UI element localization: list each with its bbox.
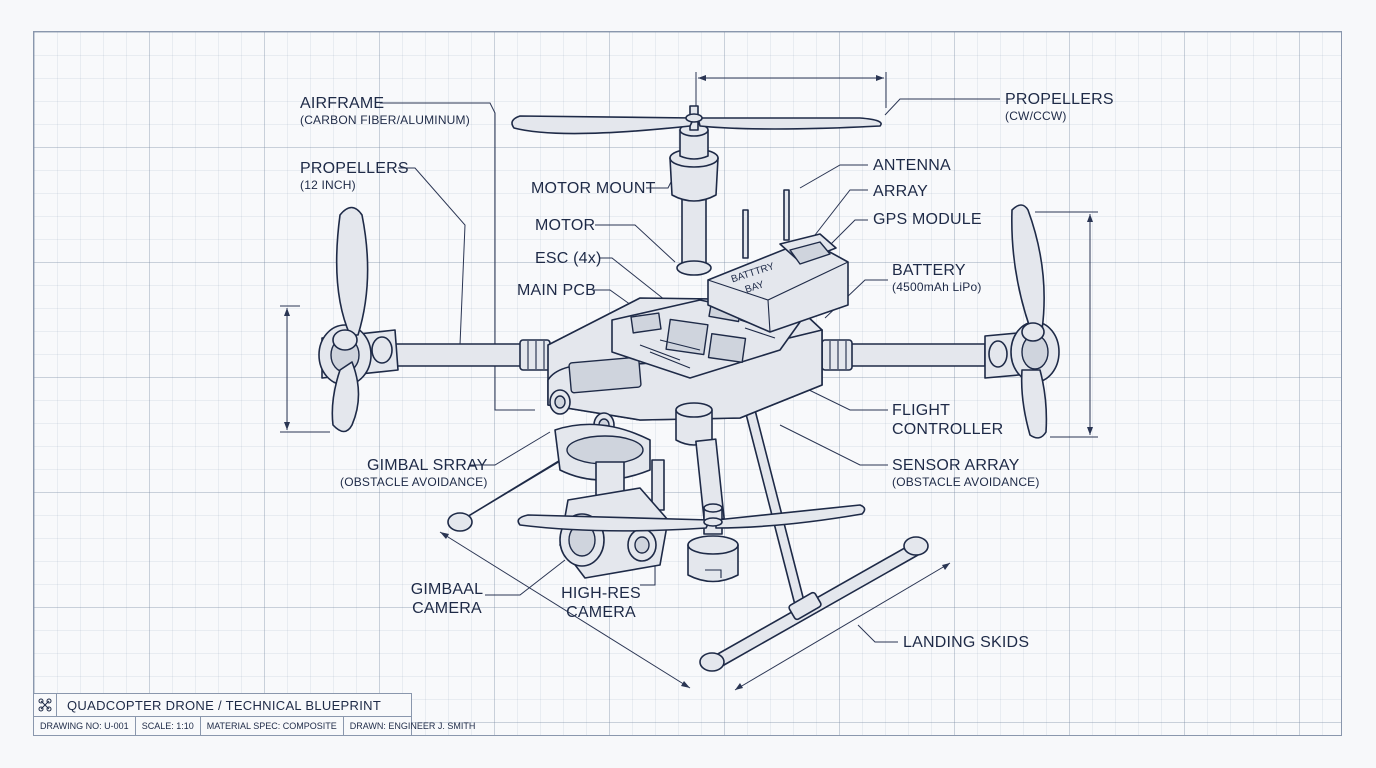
label-motor-mount: MOTOR MOUNT xyxy=(531,179,656,198)
label-gimbal-camera-line1: GIMBAAL xyxy=(410,581,484,598)
label-highres-camera: HIGH-RES CAMERA xyxy=(558,584,644,622)
title-block: QUADCOPTER DRONE / TECHNICAL BLUEPRINT D… xyxy=(33,693,475,736)
label-highres-camera-line1: HIGH-RES xyxy=(561,585,641,602)
front-arm xyxy=(687,438,739,583)
label-gps-module: GPS MODULE xyxy=(873,210,982,229)
label-airframe: AIRFRAME (CARBON FIBER/ALUMINUM) xyxy=(300,94,470,128)
label-esc-title: ESC (4x) xyxy=(535,250,602,267)
label-motor-mount-title: MOTOR MOUNT xyxy=(531,180,656,197)
label-antenna-title: ANTENNA xyxy=(873,157,951,174)
label-array: ARRAY xyxy=(873,182,928,201)
gimbal-camera xyxy=(554,423,669,579)
material-spec: MATERIAL SPEC: COMPOSITE xyxy=(201,717,344,736)
label-antenna: ANTENNA xyxy=(873,156,951,175)
label-propellers-left-title: PROPELLERS xyxy=(300,160,409,177)
top-propeller xyxy=(511,113,882,135)
label-battery-title: BATTERY xyxy=(892,262,966,279)
label-landing-skids-title: LANDING SKIDS xyxy=(903,634,1030,651)
label-flight-controller: FLIGHT CONTROLLER xyxy=(892,401,1003,439)
label-propellers-top-sub: (CW/CCW) xyxy=(1005,109,1067,123)
drone-icon xyxy=(34,694,57,716)
label-main-pcb: MAIN PCB xyxy=(517,281,596,300)
label-airframe-title: AIRFRAME xyxy=(300,95,385,112)
drawing-number: DRAWING NO: U-001 xyxy=(34,717,136,736)
label-propellers-top: PROPELLERS (CW/CCW) xyxy=(1005,90,1114,124)
rear-arm xyxy=(669,105,719,276)
right-arm xyxy=(821,321,1060,383)
label-gps-module-title: GPS MODULE xyxy=(873,211,982,228)
label-airframe-sub: (CARBON FIBER/ALUMINUM) xyxy=(300,113,470,127)
label-propellers-left: PROPELLERS (12 INCH) xyxy=(300,159,409,193)
label-motor: MOTOR xyxy=(535,216,595,235)
label-battery-sub: (4500mAh LiPo) xyxy=(892,280,982,294)
label-highres-camera-line2: CAMERA xyxy=(566,604,636,621)
drawn-by: DRAWN: ENGINEER J. SMITH xyxy=(349,721,476,731)
label-battery: BATTERY (4500mAh LiPo) xyxy=(892,261,982,295)
label-gimbal-array: GIMBAL SRRAY (OBSTACLE AVOIDANCE) xyxy=(340,456,488,490)
landing-gear xyxy=(447,409,929,672)
label-sensor-array: SENSOR ARRAY (OBSTACLE AVOIDANCE) xyxy=(892,456,1040,490)
label-sensor-array-title: SENSOR ARRAY xyxy=(892,457,1020,474)
label-array-title: ARRAY xyxy=(873,183,928,200)
leader-lines xyxy=(380,98,1000,643)
left-propeller xyxy=(331,206,369,433)
label-main-pcb-title: MAIN PCB xyxy=(517,282,596,299)
front-propeller xyxy=(517,504,866,532)
label-propellers-top-title: PROPELLERS xyxy=(1005,91,1114,108)
label-propellers-left-sub: (12 INCH) xyxy=(300,178,356,192)
left-arm xyxy=(318,324,551,386)
blueprint-title: QUADCOPTER DRONE / TECHNICAL BLUEPRINT xyxy=(67,697,382,713)
label-landing-skids: LANDING SKIDS xyxy=(903,633,1029,652)
label-esc: ESC (4x) xyxy=(535,249,602,268)
main-body: BATTTRY BAY xyxy=(547,189,849,446)
label-gimbal-camera-line2: CAMERA xyxy=(412,600,482,617)
label-gimbal-array-sub: (OBSTACLE AVOIDANCE) xyxy=(340,475,488,489)
label-motor-title: MOTOR xyxy=(535,217,596,234)
label-flight-controller-line1: FLIGHT xyxy=(892,402,951,419)
dimension-lines xyxy=(280,72,1098,691)
drawing-scale: SCALE: 1:10 xyxy=(136,717,201,736)
label-sensor-array-sub: (OBSTACLE AVOIDANCE) xyxy=(892,475,1040,489)
label-flight-controller-line2: CONTROLLER xyxy=(892,421,1004,438)
right-propeller xyxy=(1011,204,1048,439)
label-gimbal-array-title: GIMBAL SRRAY xyxy=(366,457,488,474)
label-gimbal-camera: GIMBAAL CAMERA xyxy=(408,580,486,618)
